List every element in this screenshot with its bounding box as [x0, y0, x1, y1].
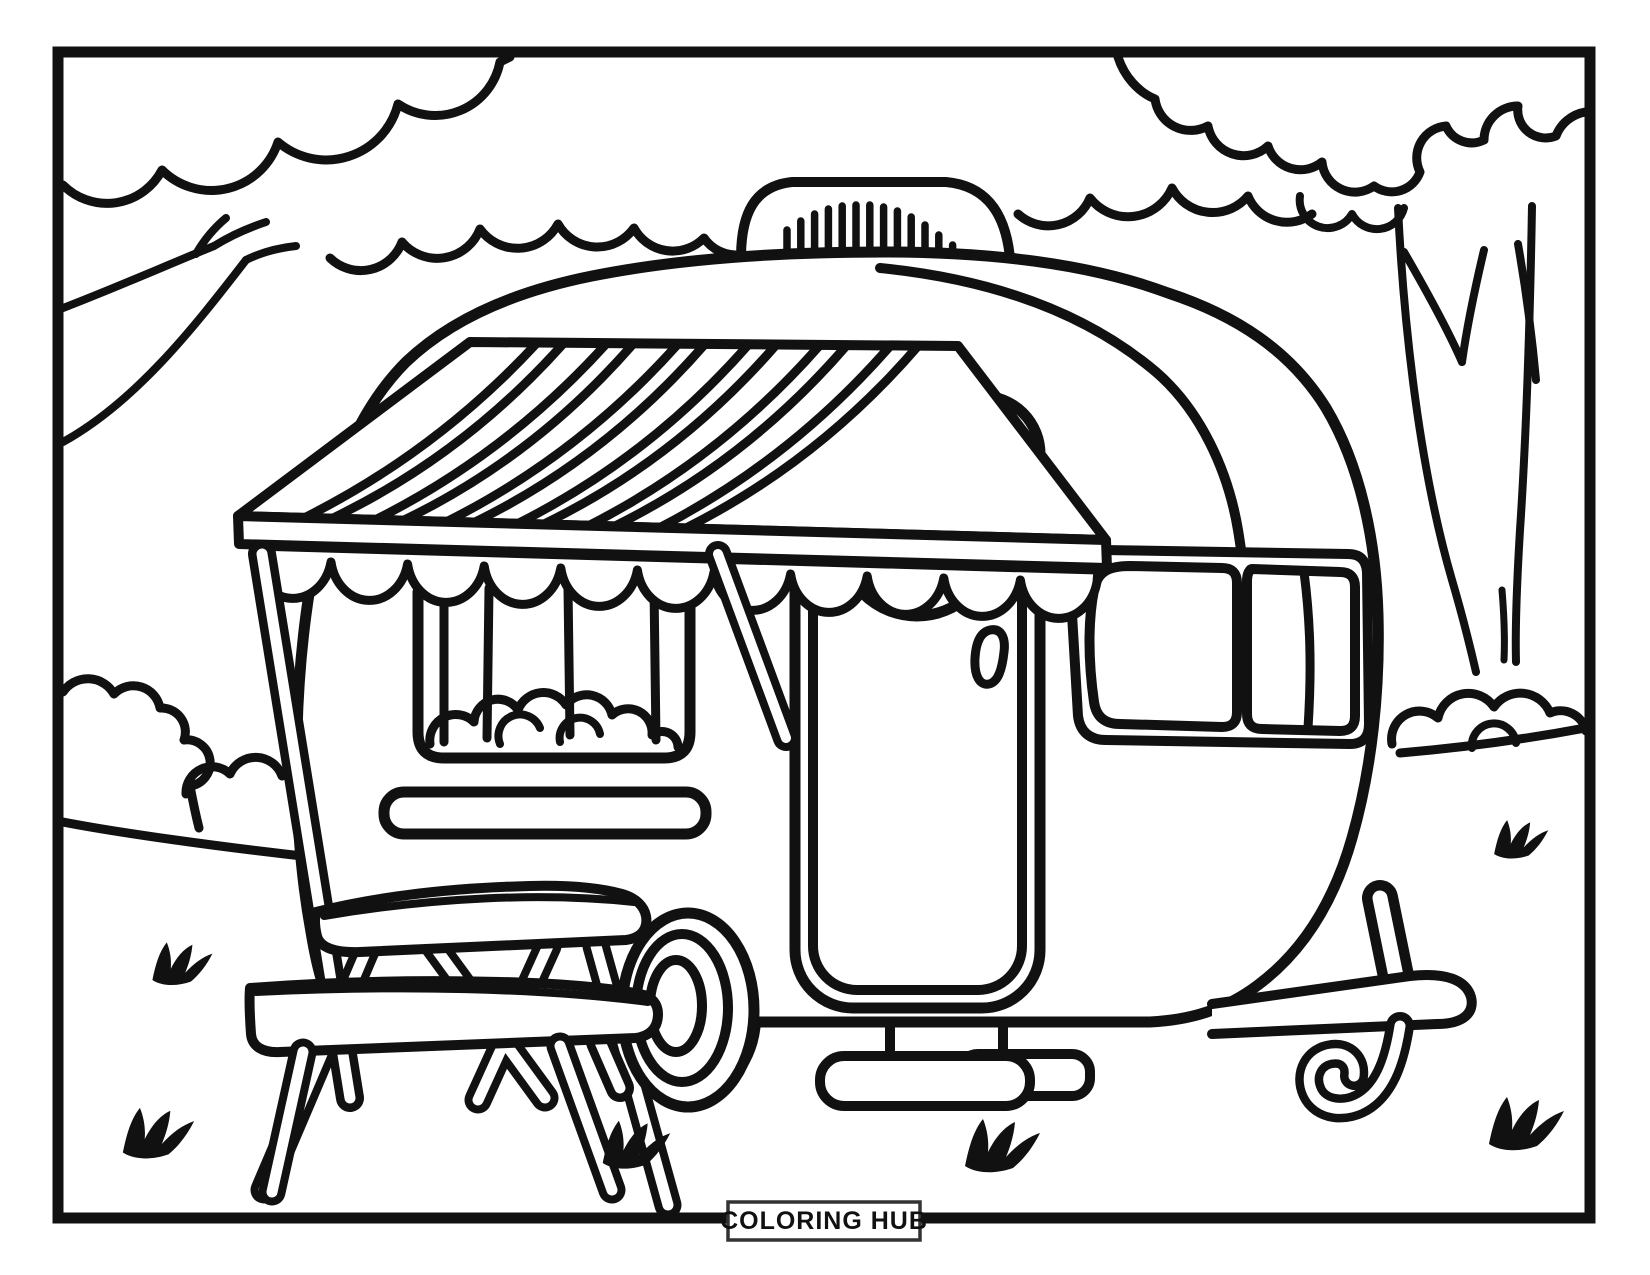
side-window-divider — [1299, 567, 1315, 733]
side-window-pane-left — [1084, 561, 1242, 732]
bush-right — [1387, 688, 1585, 749]
tow-hitch — [1207, 970, 1477, 1123]
roof-accent-line — [875, 263, 1247, 561]
tree-right — [1394, 202, 1540, 676]
cloud-behind-camper-right — [1013, 183, 1317, 231]
window-planter — [425, 688, 683, 752]
tree-left — [63, 214, 300, 446]
jack-post — [1362, 880, 1416, 1004]
bench-bevel — [252, 984, 652, 1006]
wheel — [616, 907, 761, 1113]
table-top-bevel — [320, 893, 638, 920]
ground-line-right — [1395, 723, 1585, 758]
awning-bar — [233, 511, 1112, 573]
picnic-table — [244, 880, 663, 1206]
cloud-top-left — [63, 57, 515, 208]
curtained-window — [378, 583, 712, 840]
side-window — [1064, 545, 1374, 749]
support-foot — [586, 1028, 634, 1102]
door-step-front — [815, 1051, 1035, 1111]
bush-left-front — [63, 674, 215, 833]
bench-legs — [258, 1032, 626, 1206]
roof-vent-slats — [783, 201, 957, 258]
awning-pole-right — [705, 541, 799, 751]
tree-canopy-right — [1113, 57, 1585, 234]
footer-title: COLORING HUB — [720, 1207, 928, 1235]
awning-stripes — [299, 338, 923, 533]
cloud-behind-camper-left — [325, 219, 757, 276]
door-steps — [815, 1019, 1095, 1111]
curtain-lines — [439, 583, 661, 747]
footer-label-box: COLORING HUB — [720, 1200, 928, 1242]
side-window-pane-right — [1242, 564, 1360, 736]
window-sill — [378, 786, 712, 840]
door-handle — [970, 625, 1009, 689]
camper-trailer — [291, 177, 1477, 1123]
roof-vent — [736, 177, 1015, 263]
bush-right-detail — [1467, 719, 1520, 752]
